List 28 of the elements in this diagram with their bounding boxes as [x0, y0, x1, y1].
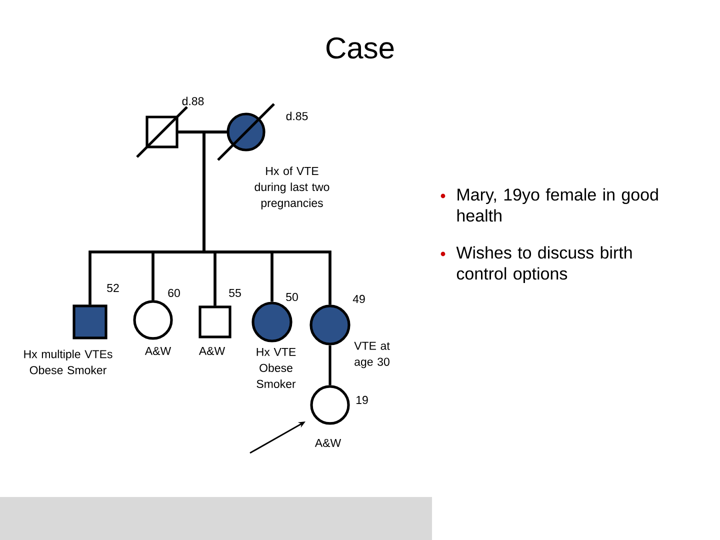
- age-label: 55: [229, 288, 241, 297]
- age-label: 49: [352, 294, 365, 304]
- pedigree-circle: [252, 302, 292, 342]
- age-label: 19: [356, 396, 368, 404]
- age-label: d.88: [182, 96, 204, 106]
- pedigree-square: [136, 106, 188, 158]
- age-label: d.85: [286, 112, 308, 120]
- pedigree-square: [198, 306, 232, 338]
- bullet-text: Wishes to discuss birth control options: [456, 246, 632, 284]
- title: Case: [326, 37, 394, 59]
- pedigree-circle: [310, 385, 350, 425]
- pedigree-circle: [133, 300, 173, 340]
- age-label: 50: [286, 292, 298, 302]
- note-text: Hx of VTE during last two pregnancies: [254, 166, 330, 210]
- bullet-text: Mary, 19yo female in good health: [457, 188, 658, 222]
- pedigree-circle: [310, 304, 350, 346]
- age-label: 52: [107, 284, 119, 292]
- note-text: A&W: [314, 438, 342, 448]
- note-text: A&W: [144, 346, 172, 356]
- age-label: 60: [168, 288, 180, 298]
- note-text: Hx VTE Obese Smoker: [256, 348, 296, 388]
- pedigree-square: [72, 304, 108, 340]
- descent-line: [328, 345, 332, 386]
- pedigree-circle: [217, 103, 275, 161]
- note-text: Hx multiple VTEs Obese Smoker: [24, 350, 112, 374]
- descent-line: [202, 130, 332, 305]
- note-text: VTE at age 30: [354, 342, 390, 368]
- note-text: A&W: [198, 346, 226, 356]
